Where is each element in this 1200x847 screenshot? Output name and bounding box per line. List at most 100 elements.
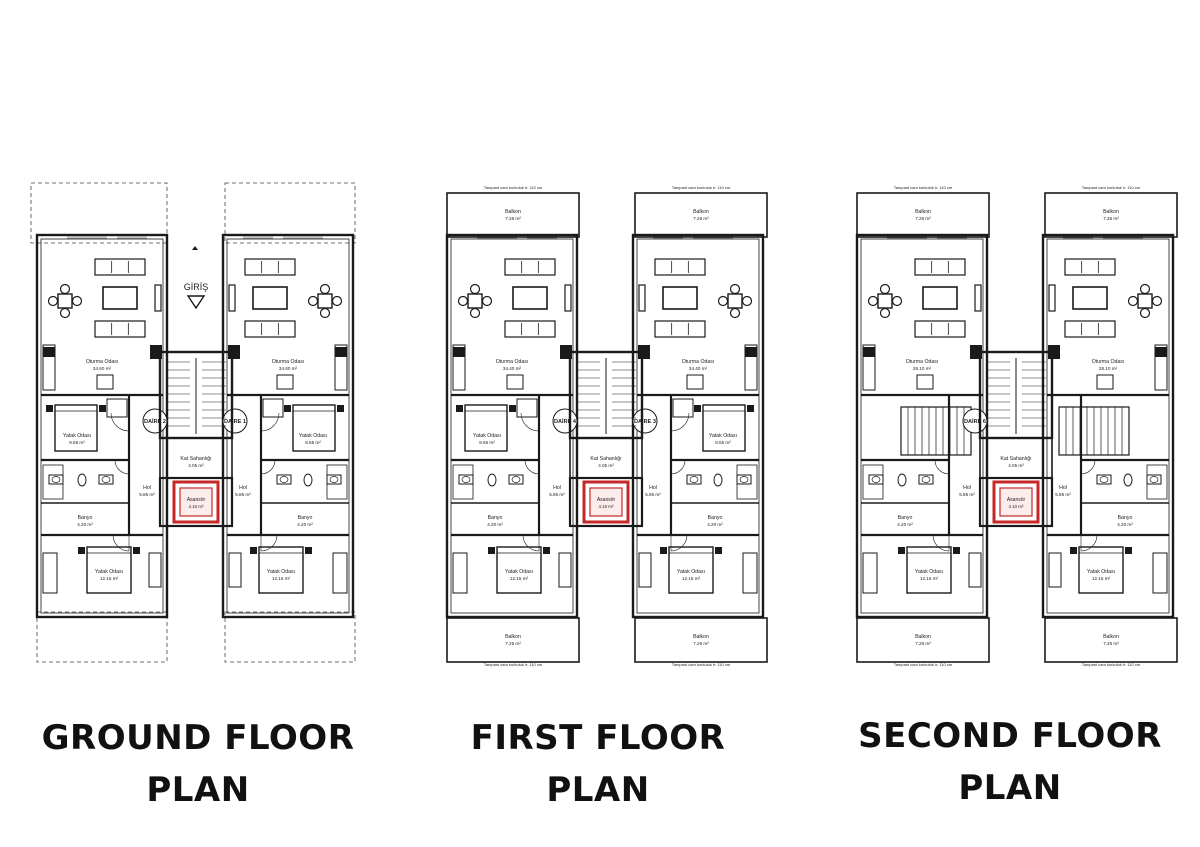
bed-icon	[1078, 546, 1124, 594]
caption-line-1: GROUND FLOOR	[41, 718, 355, 758]
living-room-area: 28.10 m²	[1099, 366, 1118, 371]
toilet-icon	[1123, 473, 1133, 487]
kitchen-island	[506, 374, 524, 390]
caption-line-1: SECOND FLOOR	[858, 716, 1162, 756]
second-floor-caption: SECOND FLOOR PLAN	[820, 710, 1200, 814]
bedroom-area: 8.55 m²	[69, 440, 85, 445]
chair-icon	[469, 283, 481, 295]
dining-table-icon	[57, 293, 73, 309]
elevator-cab	[999, 487, 1033, 517]
bedroom-area: 8.55 m²	[305, 440, 321, 445]
bed-icon	[86, 546, 132, 594]
elevator-label: Asansör	[1007, 497, 1026, 503]
tv-unit	[974, 284, 982, 312]
hall-label: Hol	[963, 485, 971, 491]
elevator-wall	[158, 476, 234, 528]
unit-label: DAİRE 2	[144, 418, 166, 425]
kitchen-counter	[334, 344, 348, 391]
stove-icon	[745, 347, 757, 357]
railing-note: Tampant cam korkuluk h: 110 cm	[1082, 185, 1141, 190]
sink-icon	[276, 474, 292, 485]
kitchen-counter	[42, 344, 56, 391]
bathroom-label: Banyo	[708, 515, 723, 521]
balcony-area: 7.26 m²	[915, 216, 931, 221]
wardrobe	[516, 398, 538, 418]
living-room-area: 28.10 m²	[913, 366, 932, 371]
stove-icon	[863, 347, 875, 357]
nightstand-icon	[456, 405, 463, 412]
landing-label: Kat Sahanlığı	[1000, 456, 1031, 462]
shower	[862, 464, 884, 500]
door-swing	[934, 459, 950, 475]
door-swing	[114, 459, 130, 475]
back-terrace	[36, 611, 168, 663]
hall-label: Hol	[239, 485, 247, 491]
chair-icon	[891, 295, 903, 307]
unit-label: DAİRE 3	[634, 418, 656, 425]
bed-icon	[668, 546, 714, 594]
balcony-label: Balkon	[505, 209, 521, 215]
living-room-label: Oturma Odası	[496, 359, 529, 365]
balcony-area: 7.26 m²	[505, 216, 521, 221]
bed-icon	[702, 404, 746, 452]
bedroom-label: Yatak Odası	[95, 569, 123, 575]
wardrobe	[862, 552, 878, 594]
balcony-label: Balkon	[915, 209, 931, 215]
tv-unit	[228, 284, 236, 312]
balcony-outline	[856, 192, 990, 238]
hall-label: Hol	[143, 485, 151, 491]
balcony-outline	[1044, 617, 1178, 663]
landing-area: 4.05 m²	[188, 463, 204, 468]
balcony-area: 7.26 m²	[693, 216, 709, 221]
nightstand-icon	[250, 547, 257, 554]
hall-area: 5.85 m²	[549, 492, 565, 497]
elevator-area: 4.10 m²	[189, 504, 204, 509]
caption-line-2: PLAN	[546, 770, 650, 810]
balcony-area: 7.26 m²	[915, 641, 931, 646]
toilet-icon	[897, 473, 907, 487]
shower	[326, 464, 348, 500]
living-room-label: Oturma Odası	[1092, 359, 1125, 365]
wardrobe	[452, 552, 468, 594]
dining-table-icon	[1137, 293, 1153, 309]
door-swing	[1080, 459, 1096, 475]
chair-icon	[481, 295, 493, 307]
bedroom-area: 12.15 m²	[920, 576, 939, 581]
chair-icon	[1139, 283, 1151, 295]
railing-note: Tampant cam korkuluk h: 110 cm	[1082, 662, 1141, 667]
bathroom-label: Banyo	[898, 515, 913, 521]
bathroom-label: Banyo	[78, 515, 93, 521]
nightstand-icon	[1070, 547, 1077, 554]
sofa-icon	[244, 320, 296, 338]
balcony-label: Balkon	[1103, 209, 1119, 215]
railing-note: Tampant cam korkuluk h: 110 cm	[484, 185, 543, 190]
sofa-icon	[504, 258, 556, 276]
toilet-icon	[487, 473, 497, 487]
bed-icon	[292, 404, 336, 452]
bedroom-area: 8.55 m²	[715, 440, 731, 445]
chair-icon	[741, 295, 753, 307]
door-swing	[670, 534, 688, 552]
wardrobe	[558, 552, 572, 588]
bedroom-label: Yatak Odası	[505, 569, 533, 575]
chair-icon	[1151, 295, 1163, 307]
kitchen-counter	[1154, 344, 1168, 391]
kitchen-island	[96, 374, 114, 390]
bed-icon	[496, 546, 542, 594]
entry-arrow-icon	[186, 295, 206, 310]
balcony-label: Balkon	[1103, 634, 1119, 640]
dining-table-icon	[727, 293, 743, 309]
bedroom-label: Yatak Odası	[1087, 569, 1115, 575]
chair-icon	[1127, 295, 1139, 307]
balcony-label: Balkon	[505, 634, 521, 640]
bedroom-label: Yatak Odası	[915, 569, 943, 575]
stair-icon	[576, 358, 636, 434]
coffee-table-icon	[252, 286, 288, 310]
